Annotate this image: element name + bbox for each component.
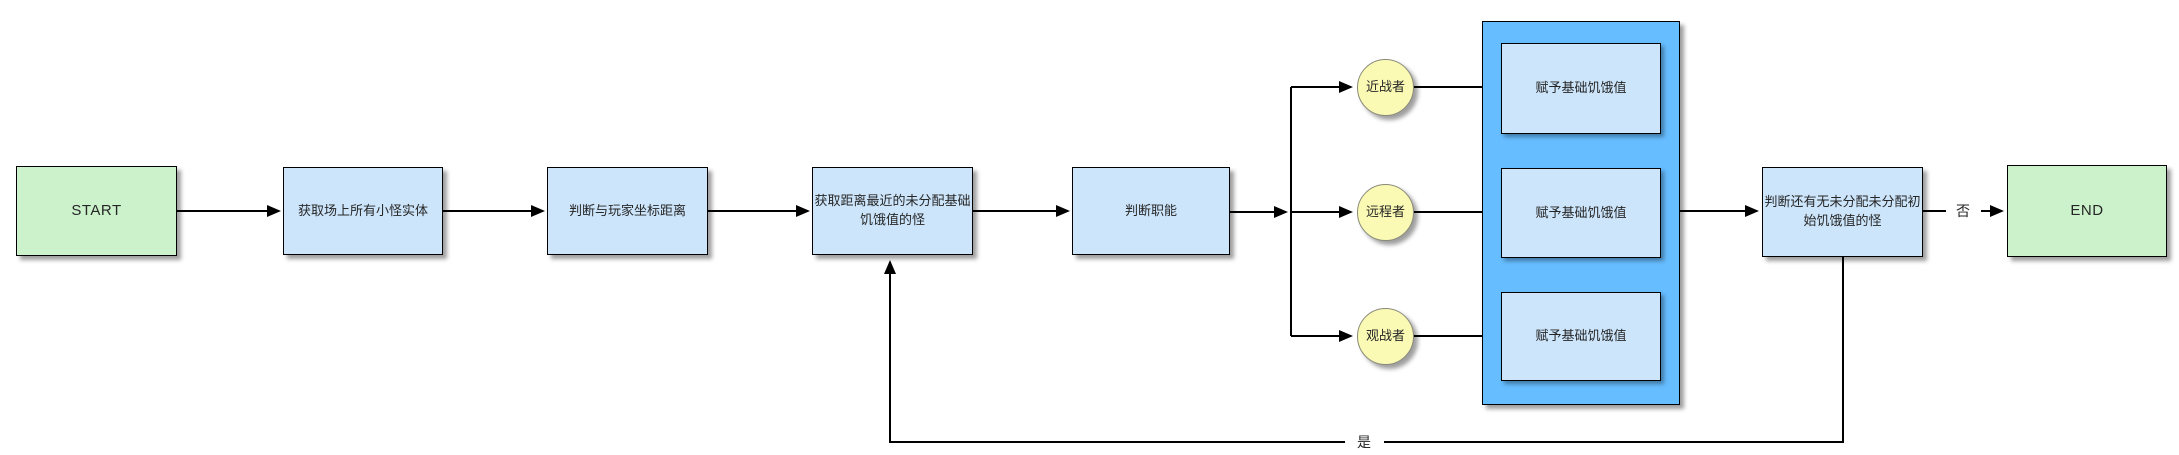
flow-node-get-all-monsters[interactable]: 获取场上所有小怪实体 (283, 167, 443, 255)
flow-node-judge-remaining[interactable]: 判断还有无未分配未分配初始饥饿值的怪 (1762, 167, 1923, 257)
flow-node-judge-role[interactable]: 判断职能 (1072, 167, 1230, 255)
flow-node-ranged[interactable]: 远程者 (1357, 184, 1414, 241)
flow-node-judge-distance[interactable]: 判断与玩家坐标距离 (547, 167, 708, 255)
flow-node-get-nearest[interactable]: 获取距离最近的未分配基础饥饿值的怪 (812, 167, 973, 255)
flow-node-assign-melee[interactable]: 赋予基础饥饿值 (1501, 43, 1661, 134)
flow-node-start[interactable]: START (16, 166, 177, 256)
edge-label-no[interactable]: 否 (1948, 202, 1978, 220)
assign-hunger-group[interactable]: 赋予基础饥饿值 赋予基础饥饿值 赋予基础饥饿值 (1482, 21, 1680, 405)
flow-node-spectator[interactable]: 观战者 (1357, 308, 1414, 365)
edge-label-yes[interactable]: 是 (1347, 433, 1381, 451)
flow-node-melee[interactable]: 近战者 (1357, 59, 1414, 116)
flow-node-assign-ranged[interactable]: 赋予基础饥饿值 (1501, 168, 1661, 258)
flow-node-assign-spectator[interactable]: 赋予基础饥饿值 (1501, 292, 1661, 381)
flow-node-end[interactable]: END (2007, 165, 2167, 257)
